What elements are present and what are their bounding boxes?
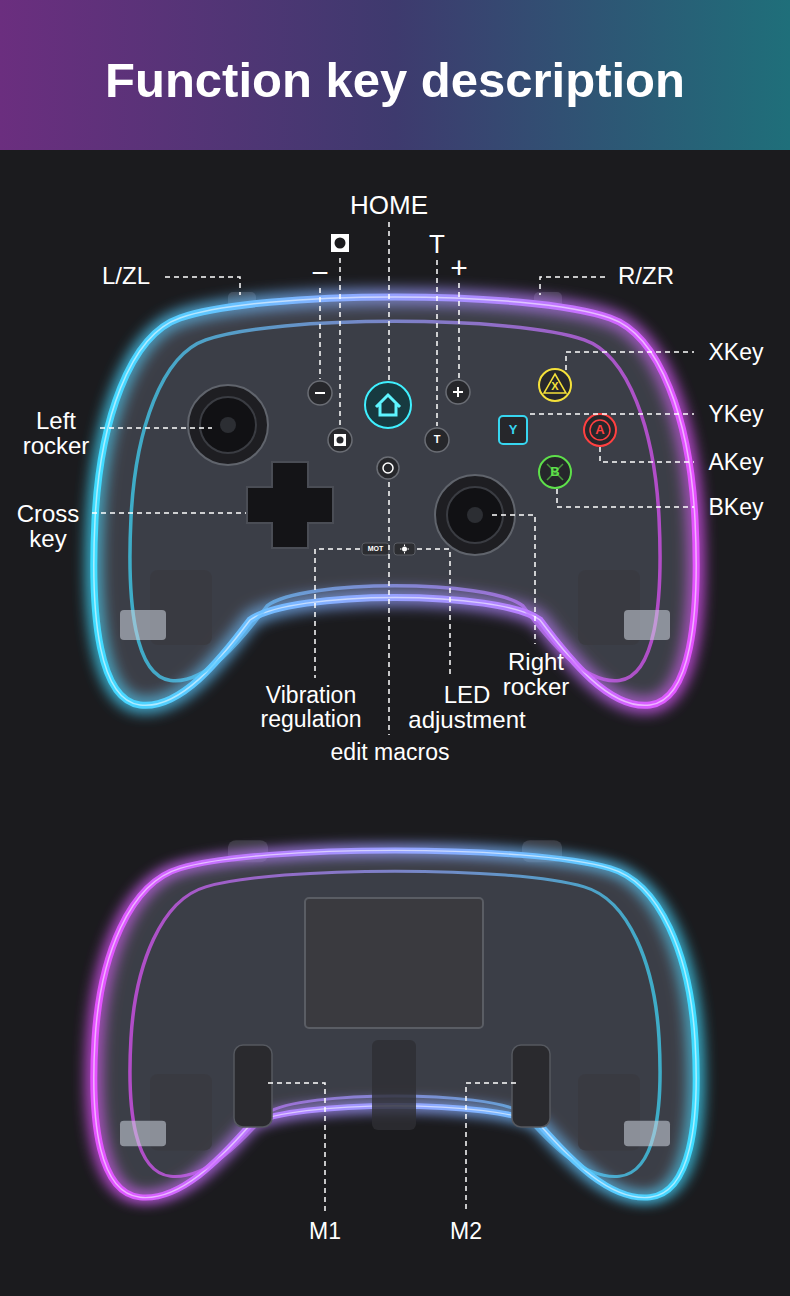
button-glyph: MOT <box>363 545 389 552</box>
function-name: Vibration regulation <box>247 683 375 731</box>
title: Function key description <box>0 52 790 108</box>
function-name: LED adjustment <box>392 682 542 732</box>
button-glyph: Y <box>503 423 523 437</box>
part-name: Right rocker <box>490 649 582 699</box>
button-glyph: T <box>428 434 446 446</box>
back-controller <box>94 840 696 1197</box>
button-glyph: A <box>590 423 610 437</box>
button-name: HOME <box>329 192 449 219</box>
leader-lines-back <box>268 1083 516 1212</box>
function-name: edit macros <box>305 740 475 764</box>
button-name: YKey <box>698 402 774 426</box>
button-name: AKey <box>698 450 774 474</box>
button-name: R/ZR <box>601 263 691 288</box>
leader-lines <box>92 222 694 735</box>
button-name: M1 <box>295 1219 355 1243</box>
button-glyph: X <box>545 381 565 393</box>
part-name: Left rocker <box>11 408 101 458</box>
front-controller <box>94 292 696 705</box>
title-banner: Function key description <box>0 0 790 150</box>
capture-icon-dot <box>335 238 346 249</box>
button-glyph: B <box>545 465 565 479</box>
button-name: + <box>444 252 474 284</box>
button-name: − <box>305 257 335 289</box>
part-name: Cross key <box>8 501 88 551</box>
button-name: BKey <box>698 495 774 519</box>
button-name: T <box>422 231 452 258</box>
button-name: M2 <box>436 1219 496 1243</box>
button-name: XKey <box>698 340 774 364</box>
capture-icon <box>331 234 349 252</box>
button-name: L/ZL <box>81 263 171 288</box>
